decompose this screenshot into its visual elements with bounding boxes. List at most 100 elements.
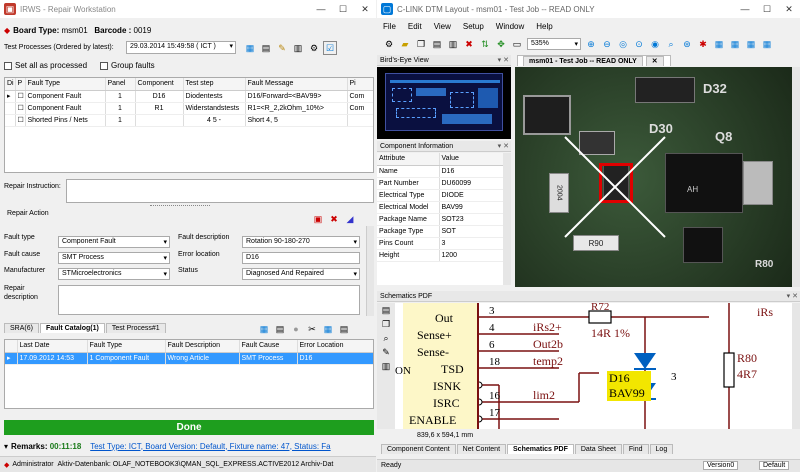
col-header[interactable]: Fault Cause [239, 340, 298, 353]
schematic-view[interactable]: Out Sense+ Sense- TSD ISNK ISRC ENABLE O… [395, 303, 800, 429]
pin-icon[interactable]: ▾ ✕ [497, 143, 509, 150]
menu-edit[interactable]: Edit [407, 22, 422, 31]
minimize-icon[interactable]: — [316, 4, 326, 14]
grid-icon[interactable]: ▦ [762, 38, 772, 49]
col-header[interactable]: Test step [183, 78, 246, 91]
zoom-in-icon[interactable]: ⊕ [587, 38, 595, 49]
menu-help[interactable]: Help [536, 22, 553, 31]
fault-description-select[interactable]: Rotation 90-180-270▾ [242, 236, 360, 248]
col-header[interactable]: Fault Type [25, 78, 106, 91]
attachment-icon[interactable]: ✎ [382, 346, 390, 357]
circle-icon[interactable]: ● [293, 324, 299, 334]
col-header[interactable]: Panel [105, 78, 136, 91]
check-icon[interactable]: ☑ [323, 41, 337, 55]
paste-icon[interactable]: ▤ [432, 38, 442, 49]
table-row[interactable]: ▸☐ Component Fault 1 D16 Diodentests D16… [5, 90, 373, 103]
menu-setup[interactable]: Setup [462, 22, 484, 31]
scrollbar[interactable] [366, 226, 374, 316]
row-checkbox[interactable]: ☐ [15, 114, 26, 127]
table-row[interactable]: ☐ Shorted Pins / Nets 1 4 5 - Short 4, 5 [5, 114, 373, 127]
tab-sra[interactable]: SRA(6) [4, 323, 39, 333]
fault-type-select[interactable]: Component Fault▾ [58, 236, 170, 248]
done-button[interactable]: Done [4, 420, 374, 435]
grid-icon[interactable]: ▦ [259, 323, 269, 334]
pin-icon[interactable]: ▾ ✕ [786, 293, 798, 300]
fault-cause-select[interactable]: SMT Process▾ [58, 252, 170, 264]
col-header[interactable]: Component [135, 78, 184, 91]
zoom-select-icon[interactable]: ⌕ [668, 38, 674, 49]
tab-fault-catalog[interactable]: Fault Catalog(1) [39, 323, 105, 333]
tab-data-sheet[interactable]: Data Sheet [574, 444, 622, 454]
grid-icon[interactable]: ▦ [245, 42, 255, 53]
search-icon[interactable]: ⌕ [383, 332, 389, 343]
menu-file[interactable]: File [383, 22, 396, 31]
layers-icon[interactable]: ▦ [714, 38, 724, 49]
col-header[interactable]: Di [5, 78, 16, 91]
tab-find[interactable]: Find [622, 444, 649, 454]
col-header[interactable]: P [15, 78, 26, 91]
row-checkbox[interactable]: ☐ [15, 102, 26, 115]
zoom-all-icon[interactable]: ◉ [651, 38, 659, 49]
col-header[interactable]: Value [439, 153, 504, 166]
bookmark-icon[interactable]: ❐ [381, 318, 391, 329]
close-icon[interactable]: ✕ [361, 3, 369, 14]
maximize-icon[interactable]: ☐ [338, 3, 348, 14]
col-header[interactable]: Last Date [17, 340, 88, 353]
document-icon[interactable]: ▤ [339, 323, 349, 334]
expand-icon[interactable]: ▾ [4, 441, 9, 451]
col-header[interactable]: Attribute [377, 153, 440, 166]
tab-schematics-pdf[interactable]: Schematics PDF [507, 444, 574, 454]
scrollbar[interactable] [792, 67, 800, 287]
pan-icon[interactable]: ⊛ [683, 38, 691, 49]
tool-icon[interactable]: ✱ [699, 38, 707, 49]
row-checkbox[interactable]: ☐ [15, 90, 26, 103]
layer-icon[interactable]: ▦ [730, 38, 740, 49]
close-icon[interactable]: ✕ [785, 3, 793, 14]
document-icon[interactable]: ▤ [261, 42, 271, 53]
page-icon[interactable]: ▭ [512, 38, 522, 49]
grid-icon[interactable]: ▦ [746, 38, 756, 49]
page-icon[interactable]: ▤ [381, 304, 391, 315]
layers-icon[interactable]: ▥ [381, 360, 391, 371]
scrollbar[interactable] [792, 303, 800, 429]
open-icon[interactable]: ▰ [401, 38, 409, 49]
board-view[interactable]: D32 D30 Q8 2004 AH R90 R80 [515, 67, 800, 287]
test-process-select[interactable]: 29.03.2014 15:49:58 ( ICT ) ▾ [126, 41, 236, 54]
move-icon[interactable]: ✥ [497, 38, 505, 49]
settings-icon[interactable]: ⚙ [309, 42, 319, 53]
col-header[interactable]: Fault Message [245, 78, 348, 91]
document-icon[interactable]: ▤ [275, 323, 285, 334]
table-row[interactable]: ☐ Component Fault 1 R1 Widerstandstests … [5, 102, 373, 115]
error-location-field[interactable]: D16 [242, 252, 360, 264]
eraser-icon[interactable]: ◢ [346, 213, 354, 224]
component-outline-d16[interactable] [599, 163, 633, 203]
minimize-icon[interactable]: — [740, 4, 750, 14]
grid-icon[interactable]: ▦ [323, 323, 333, 334]
edit-icon[interactable]: ✎ [278, 42, 286, 53]
zoom-out-icon[interactable]: ⊖ [603, 38, 611, 49]
menu-view[interactable]: View [433, 22, 451, 31]
d16-highlight[interactable] [607, 371, 651, 401]
set-all-processed-checkbox[interactable]: Set all as processed [4, 61, 87, 70]
maximize-icon[interactable]: ☐ [762, 3, 772, 14]
table-row[interactable]: ▸ 17.09.2012 14:53 1 Component Fault Wro… [5, 352, 373, 365]
close-icon[interactable]: ✕ [645, 56, 664, 66]
remarks-info-link[interactable]: Test Type: ICT, Board Version: Default, … [90, 441, 331, 451]
status-select[interactable]: Diagnosed And Repaired▾ [242, 268, 360, 280]
col-header[interactable]: Error Location [297, 340, 373, 353]
arrows-icon[interactable]: ⇅ [481, 38, 489, 49]
tab-component-content[interactable]: Component Content [381, 444, 456, 454]
col-header[interactable]: Fault Type [87, 340, 166, 353]
zoom-fit-icon[interactable]: ◎ [619, 38, 627, 49]
col-header[interactable]: Fault Description [165, 340, 240, 353]
tab-net-content[interactable]: Net Content [456, 444, 507, 454]
zoom-area-icon[interactable]: ⊙ [635, 38, 643, 49]
col-header[interactable]: Pi [347, 78, 373, 91]
scrollbar[interactable] [503, 153, 511, 285]
delete-icon[interactable]: ✖ [330, 213, 338, 224]
tab-test-process[interactable]: Test Process#1 [105, 323, 166, 333]
group-faults-checkbox[interactable]: Group faults [100, 61, 155, 70]
copy-icon[interactable]: ❐ [416, 38, 426, 49]
splitter[interactable] [150, 205, 210, 208]
pin-icon[interactable]: ▾ ✕ [497, 57, 509, 64]
